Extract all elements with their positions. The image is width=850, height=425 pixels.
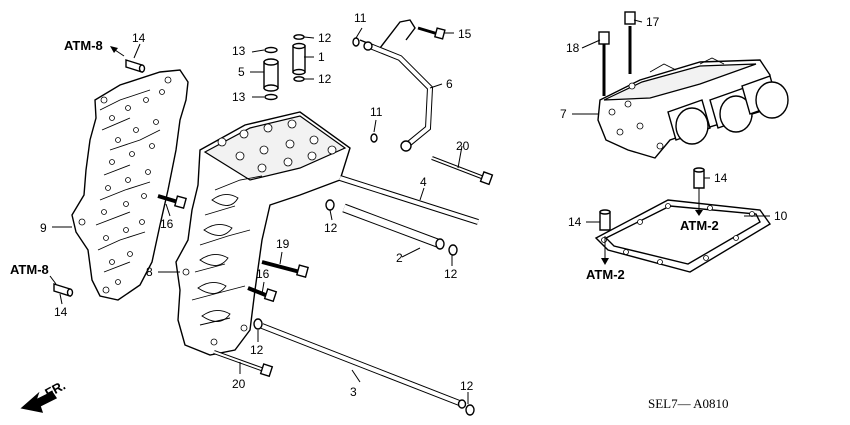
shift-solenoid-assembly [597, 57, 789, 159]
dowel-pin-gasket-left [599, 209, 611, 231]
atm8-upper-arrow [110, 46, 125, 57]
atm2-lower-arrow [601, 236, 609, 265]
filter-5 [263, 58, 279, 92]
solenoid-coil-1 [667, 99, 711, 145]
o-ring-13-upper [264, 46, 278, 54]
label-part-5: 5 [238, 65, 245, 79]
label-part-12-b: 12 [318, 72, 332, 86]
reference-atm8-upper: ATM-8 [64, 38, 103, 53]
label-part-12-d: 12 [444, 267, 458, 281]
o-ring-12-shaft2-left [325, 199, 335, 211]
label-part-3: 3 [350, 385, 357, 399]
atm2-upper-arrow [695, 188, 703, 216]
o-ring-12-shaft3-left [253, 318, 263, 330]
dowel-pin-lower [53, 283, 74, 297]
label-part-12-a: 12 [318, 31, 332, 45]
label-part-14-gasket-left: 14 [568, 215, 582, 229]
label-part-7: 7 [560, 107, 567, 121]
atm8-lower-arrow [49, 275, 57, 285]
label-part-4: 4 [420, 175, 427, 189]
label-part-15: 15 [458, 27, 472, 41]
label-part-20-lower: 20 [232, 377, 246, 391]
reference-atm2-lower: ATM-2 [586, 267, 625, 282]
label-part-12-f: 12 [460, 379, 474, 393]
reference-atm8-lower: ATM-8 [10, 262, 49, 277]
separator-plate [71, 69, 189, 301]
label-part-14-gasket-right: 14 [714, 171, 728, 185]
label-part-1: 1 [318, 50, 325, 64]
bolt-17 [624, 11, 636, 74]
bolt-20-upper [431, 156, 494, 186]
label-part-6: 6 [446, 77, 453, 91]
label-part-12-c: 12 [324, 221, 338, 235]
o-ring-11-lower [370, 133, 378, 143]
o-ring-12-mid [293, 76, 305, 82]
shaft-3 [260, 323, 467, 409]
label-part-9: 9 [40, 221, 47, 235]
dowel-pin-gasket-right [693, 167, 705, 189]
oil-strainer-gasket [594, 199, 772, 273]
label-part-11-upper: 11 [354, 11, 367, 25]
main-valve-body [175, 111, 351, 356]
filter-1 [292, 42, 306, 76]
label-part-11-lower: 11 [370, 105, 383, 119]
o-ring-12-shaft2-right [448, 244, 458, 256]
dowel-pin-upper [125, 59, 146, 73]
o-ring-13-lower [264, 93, 278, 101]
solenoid-coil-2 [709, 87, 753, 133]
leader-lines [52, 19, 770, 404]
reference-atm2-upper: ATM-2 [680, 218, 719, 233]
label-part-17: 17 [646, 15, 660, 29]
o-ring-12-top [293, 34, 305, 40]
label-part-13-lower: 13 [232, 90, 246, 104]
o-ring-11-upper [352, 37, 360, 47]
shaft-2 [342, 203, 445, 250]
label-part-20-upper: 20 [456, 139, 470, 153]
o-ring-12-shaft3-right [465, 404, 475, 416]
bolt-18 [598, 31, 610, 96]
label-part-18: 18 [566, 41, 580, 55]
atf-pipe [359, 19, 434, 152]
label-part-19: 19 [276, 237, 290, 251]
label-part-2: 2 [396, 251, 403, 265]
label-part-14-lower: 14 [54, 305, 68, 319]
bolt-20-lower [213, 350, 274, 378]
label-part-10: 10 [774, 209, 788, 223]
solenoid-coil-3 [741, 75, 789, 119]
bolt-19 [261, 260, 309, 278]
diagram-code: SEL7— A0810 [648, 396, 729, 411]
bolt-15 [417, 26, 446, 40]
label-part-12-e: 12 [250, 343, 264, 357]
bolt-16-right [247, 286, 278, 303]
label-part-13-upper: 13 [232, 44, 246, 58]
shaft-4 [339, 175, 479, 225]
bolt-16-left [157, 194, 187, 209]
label-part-16-right: 16 [256, 267, 270, 281]
label-part-14-upper: 14 [132, 31, 146, 45]
label-part-8: 8 [146, 265, 153, 279]
label-part-16-left: 16 [160, 217, 174, 231]
front-direction-arrow [20, 391, 58, 413]
